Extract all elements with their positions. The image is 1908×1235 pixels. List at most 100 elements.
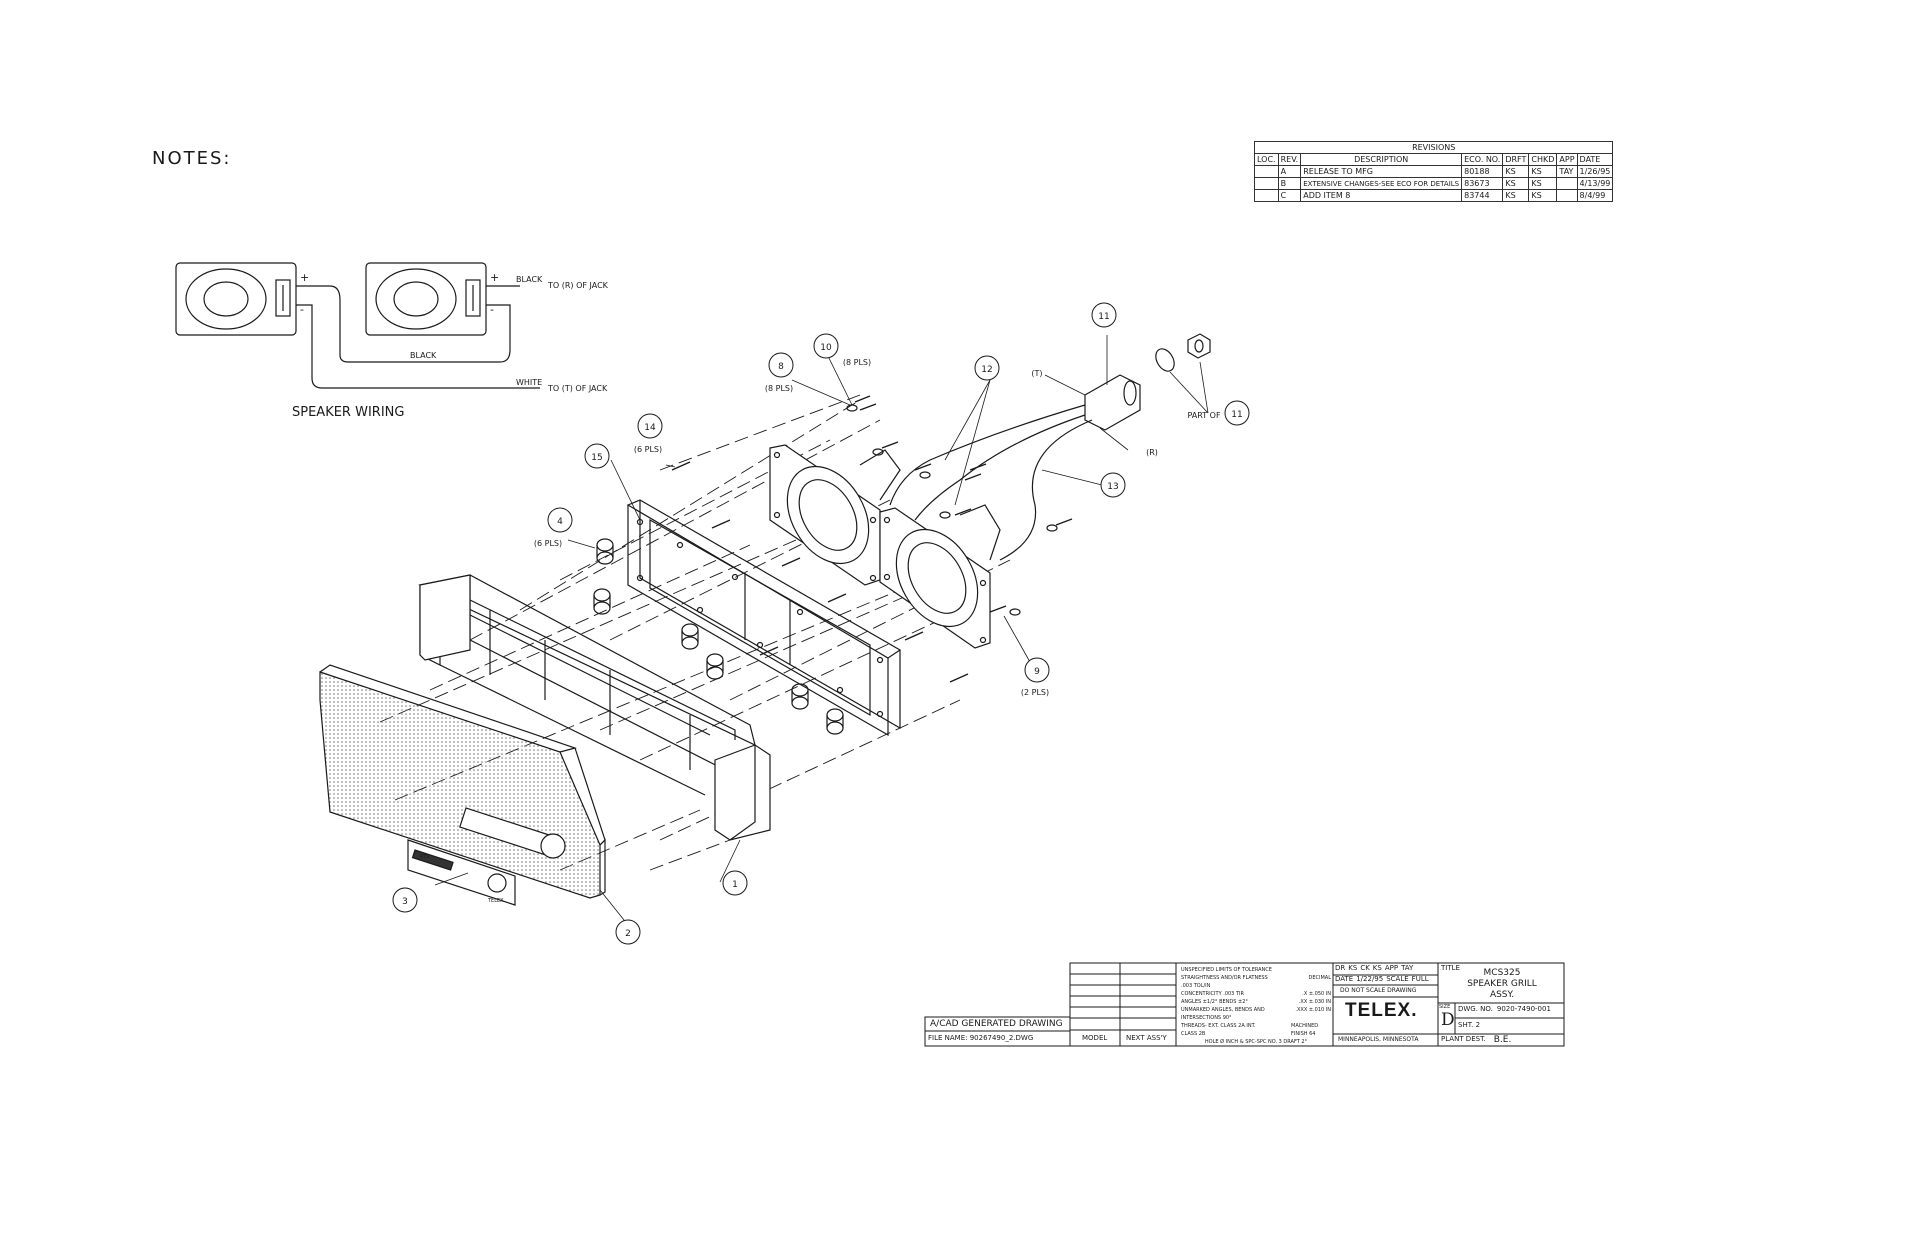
callout-10: 10: [820, 343, 832, 353]
callout-balloon-8: [768, 352, 794, 378]
jack-assembly: [1084, 333, 1211, 431]
screw: [881, 441, 899, 449]
callout-11b: 11: [1231, 410, 1242, 420]
callout-4-qty: (6 PLS): [534, 539, 562, 548]
tolerance-row: CONCENTRICITY .003 TIR .X ±.050 IN: [1181, 990, 1331, 998]
callout-1: 1: [732, 880, 738, 890]
drawing-title: MCS325 SPEAKER GRILL ASSY.: [1441, 968, 1563, 1001]
next-assy-label: NEXT ASS'Y: [1126, 1034, 1167, 1042]
callout-8: 8: [778, 362, 784, 372]
rev-cell: 83744: [1461, 189, 1504, 202]
rev-cell: [1254, 189, 1279, 202]
callout-balloon-4: [547, 507, 573, 533]
callout-balloon-15: [584, 443, 610, 469]
date-label: DATE: [1335, 975, 1354, 983]
callout-balloon-10: [813, 333, 839, 359]
tolerance-row: STRAIGHTNESS AND/OR FLATNESS .003 TOL/IN…: [1181, 974, 1331, 990]
wire-white-to-t: [296, 304, 540, 389]
speaker-wiring-title: SPEAKER WIRING: [292, 405, 404, 420]
tolerance-line: THREADS- EXT. CLASS 2A INT. CLASS 2B: [1181, 1023, 1256, 1037]
wire-13: [999, 419, 1093, 561]
standoff: [593, 588, 611, 615]
size-label: SIZE: [1439, 1004, 1451, 1010]
jack-r-label: (R): [1146, 448, 1158, 457]
screw: [781, 557, 801, 567]
callout-14: 14: [644, 423, 656, 433]
standoff: [826, 708, 844, 735]
rev-cell: 8/4/99: [1576, 189, 1614, 202]
callout-balloon-2: [615, 919, 641, 945]
tolerance-line: HOLE Ø INCH & SPC-SPC NO. 3 DRAFT 2°: [1204, 1039, 1308, 1045]
callout-12: 12: [981, 365, 992, 375]
nameplate: [407, 839, 516, 906]
standoff: [681, 623, 699, 650]
tolerance-line: STRAIGHTNESS AND/OR FLATNESS .003 TOL/IN: [1181, 975, 1268, 989]
screw: [759, 646, 779, 656]
wiring-minus-left: -: [300, 303, 304, 316]
callout-11: 11: [1098, 312, 1109, 322]
app-value: TAY: [1401, 964, 1414, 972]
wire-black-mid: [296, 285, 511, 363]
wiring-to-r-label: TO (R) OF JACK: [547, 281, 609, 290]
model-label: MODEL: [1082, 1034, 1108, 1042]
callout-balloon-11b: [1224, 400, 1250, 426]
callout-4: 4: [557, 517, 563, 527]
tolerance-line: CONCENTRICITY .003 TIR: [1181, 991, 1244, 997]
screw: [954, 508, 972, 516]
washers: [846, 404, 1058, 616]
screw: [904, 631, 924, 641]
plant-dest-row: PLANT DEST. B.E.: [1441, 1035, 1511, 1045]
standoff: [706, 653, 724, 680]
decimal-label: DECIMAL: [1308, 975, 1332, 981]
speaker-lower: [879, 504, 1001, 649]
screw: [989, 605, 1007, 613]
dr-value: KS: [1348, 964, 1358, 972]
revisions-table: REVISIONS LOC. REV. DESCRIPTION ECO. NO.…: [1253, 141, 1614, 202]
callout-11b-part-of: PART OF: [1187, 411, 1220, 420]
callout-balloon-14: [637, 413, 663, 439]
wiring-white-label: WHITE: [516, 378, 542, 387]
callout-9: 9: [1034, 667, 1040, 677]
dr-label: DR: [1335, 964, 1346, 972]
callout-balloon-3: [392, 887, 418, 913]
front-frame: [418, 574, 771, 841]
rev-header-date: DATE: [1576, 153, 1614, 166]
notes-label: NOTES:: [152, 148, 232, 169]
file-name: FILE NAME: 90267490_2.DWG: [928, 1034, 1034, 1042]
rev-cell: [1556, 189, 1578, 202]
tolerance-line: UNMARKED ANGLES, BENDS AND INTERSECTIONS…: [1181, 1007, 1265, 1021]
decimal-xxx: .XXX ±.010 IN: [1295, 1007, 1331, 1013]
standoffs: [593, 538, 844, 735]
ck-label: CK: [1360, 964, 1370, 972]
dwg-no-value: 9020-7490-001: [1496, 1005, 1551, 1013]
dwg-no-row: DWG. NO. 9020-7490-001: [1458, 1005, 1551, 1013]
callout-8-qty: (8 PLS): [765, 384, 793, 393]
callout-balloon-9: [1024, 657, 1050, 683]
wiring-black-top-label: BLACK: [516, 275, 543, 284]
title-line: SPEAKER GRILL: [1467, 979, 1537, 989]
plant-dest-label: PLANT DEST.: [1441, 1035, 1486, 1043]
wire-12a: [889, 404, 1086, 506]
leader-lines: [434, 335, 1209, 926]
tolerance-title: UNSPECIFIED LIMITS OF TOLERANCE: [1181, 967, 1272, 973]
plant-dest-value: B.E.: [1493, 1035, 1512, 1045]
callout-9-qty: (2 PLS): [1021, 688, 1049, 697]
size-value: D: [1441, 1010, 1455, 1030]
nameplate-left-text: RTS: [420, 854, 429, 860]
nameplate-right-text: TELEX: [487, 898, 504, 904]
screw: [914, 463, 932, 471]
callout-balloon-12: [974, 355, 1000, 381]
rev-header-loc: LOC.: [1254, 153, 1279, 166]
screw: [949, 673, 969, 683]
grill-cover: [319, 664, 606, 899]
jack-t-label: (T): [1031, 369, 1042, 378]
wiring-minus-right: -: [490, 303, 494, 316]
acad-generated-label: A/CAD GENERATED DRAWING: [930, 1019, 1063, 1029]
wiring-to-t-label: TO (T) OF JACK: [547, 384, 608, 393]
dwg-no-label: DWG. NO.: [1458, 1005, 1493, 1013]
tolerance-row: UNMARKED ANGLES, BENDS AND INTERSECTIONS…: [1181, 1006, 1331, 1022]
rev-cell: KS: [1502, 189, 1530, 202]
